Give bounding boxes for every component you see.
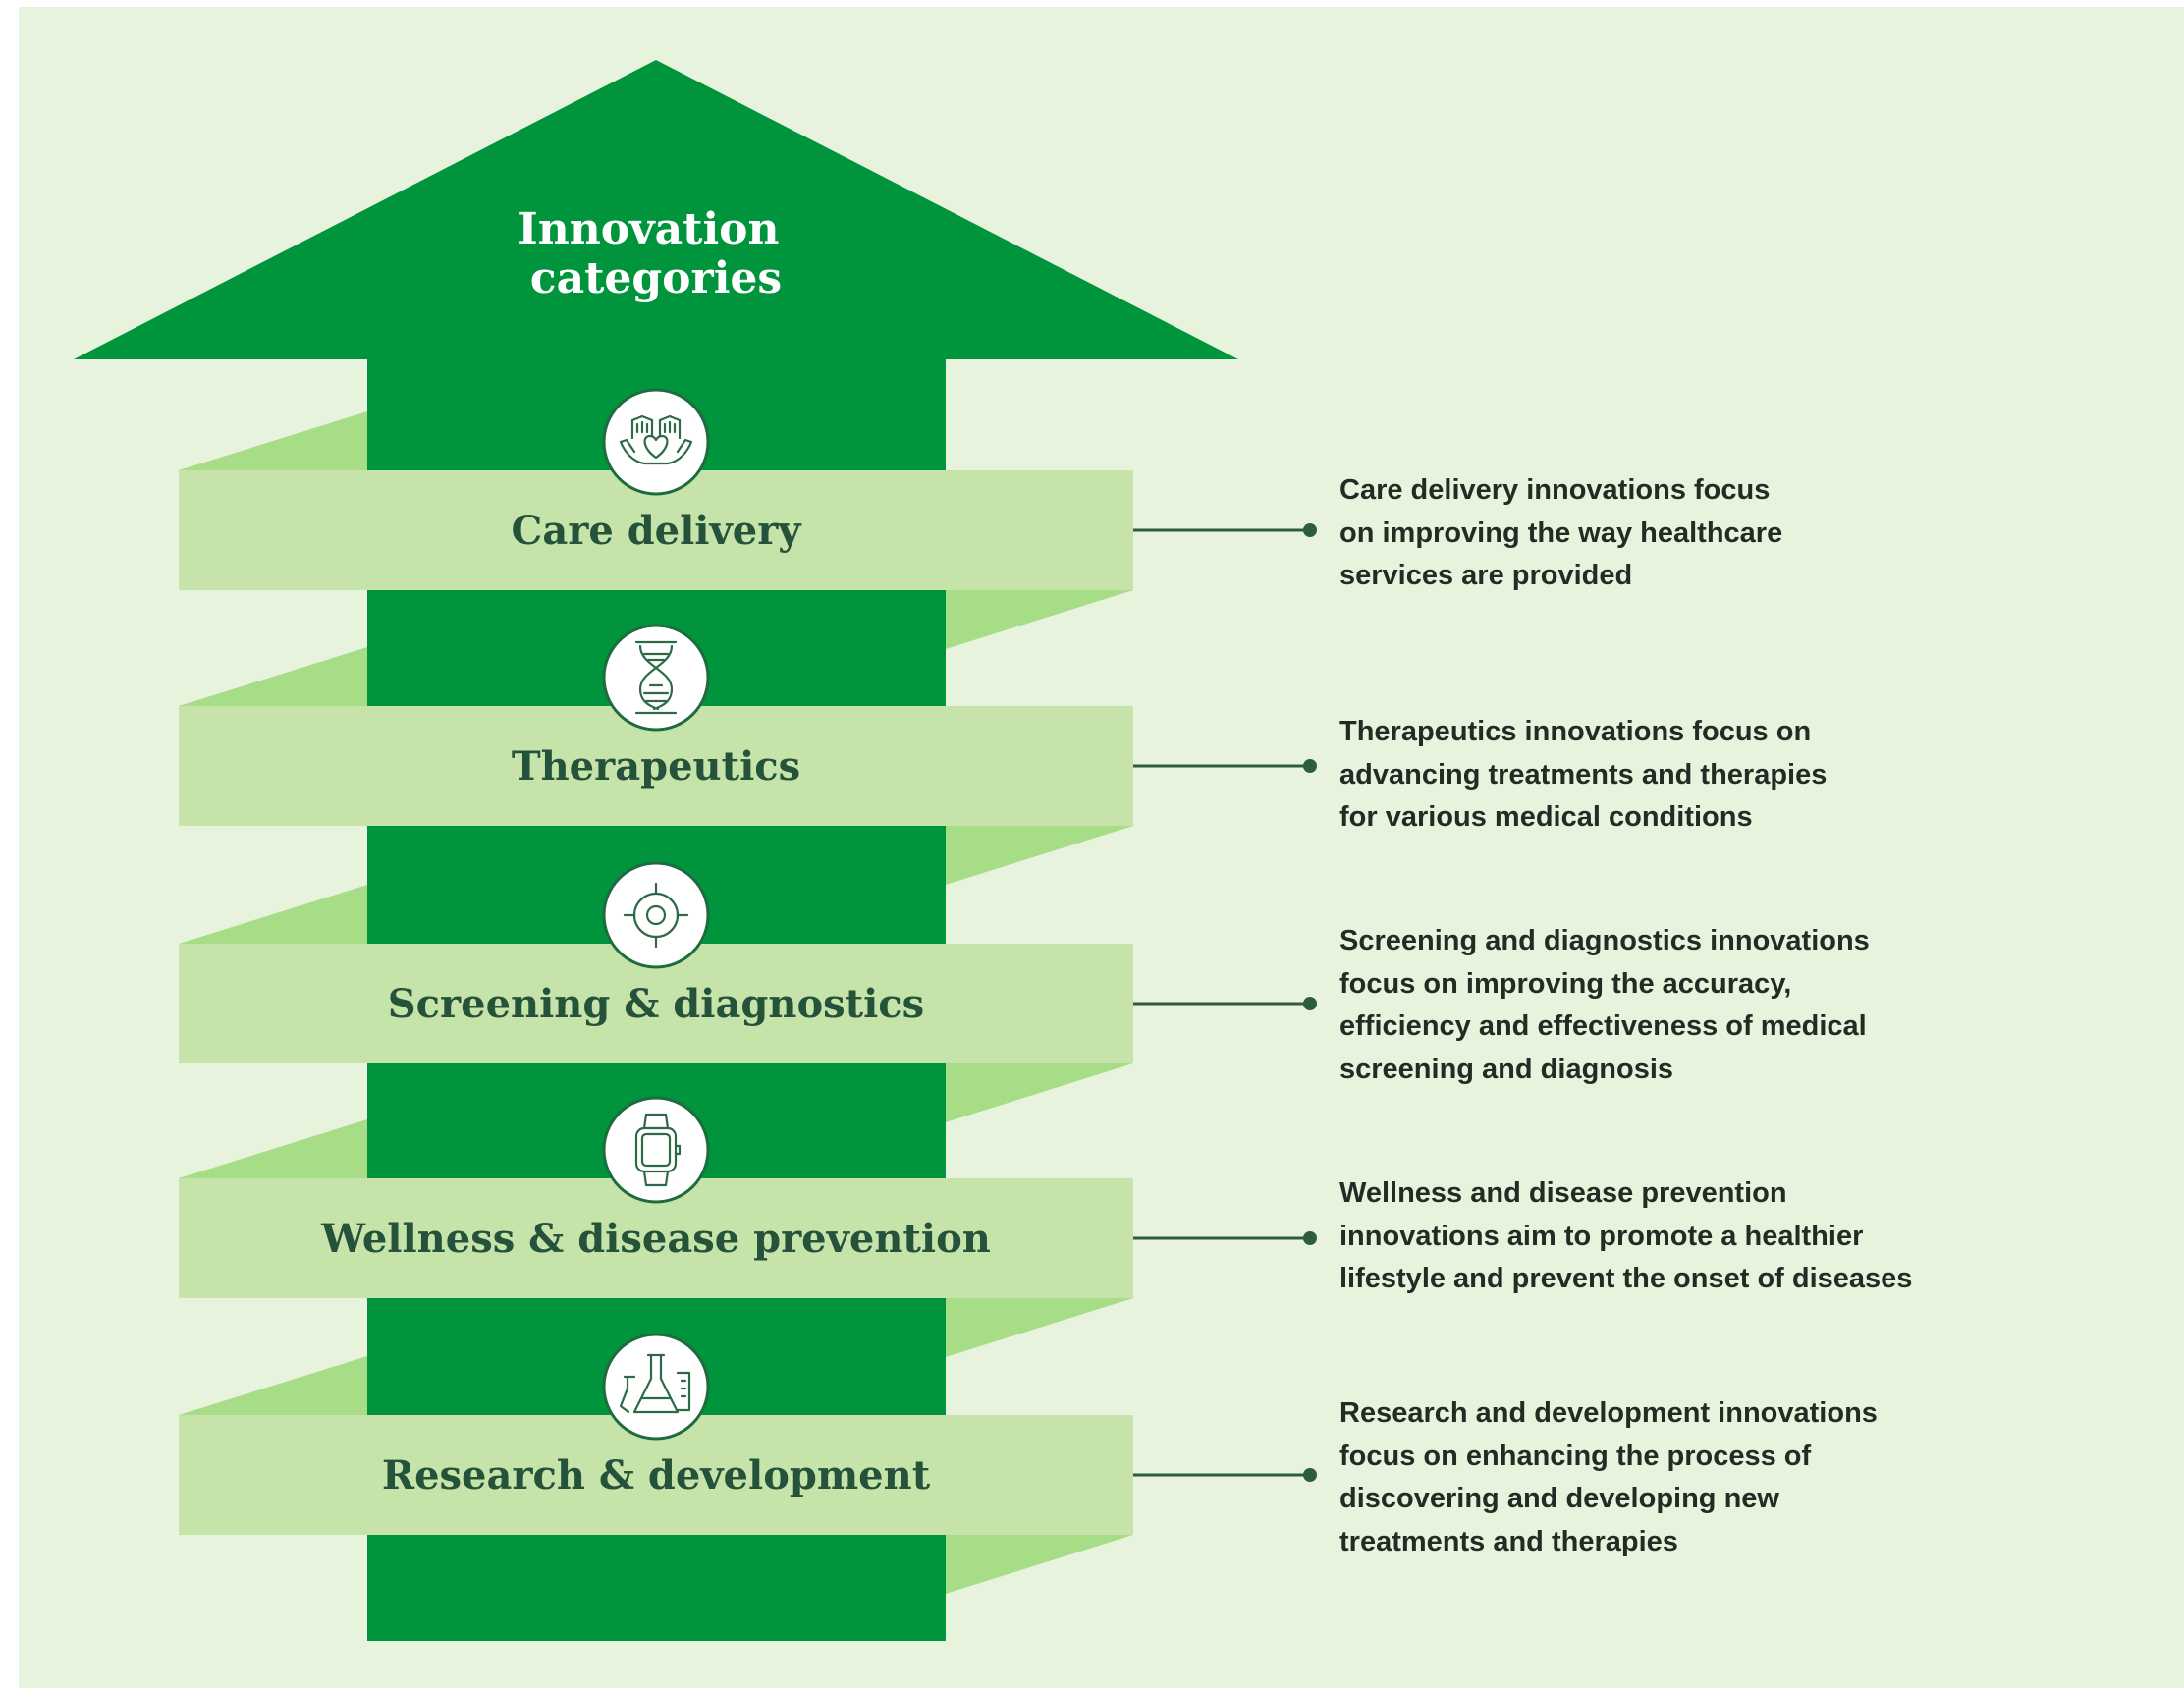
connector-dot xyxy=(1303,523,1317,537)
description-line: advancing treatments and therapies xyxy=(1339,758,1828,790)
description-line: services are provided xyxy=(1339,560,1633,591)
band-fold-left xyxy=(179,1119,367,1178)
description-line: innovations aim to promote a healthier xyxy=(1339,1220,1864,1252)
icon-badge-circle xyxy=(602,388,710,496)
band-fold-right xyxy=(946,1298,1133,1357)
arrow-head xyxy=(74,60,1238,359)
category-description: Therapeutics innovations focus on advanci… xyxy=(1339,711,2007,840)
band-fold-right xyxy=(946,1535,1133,1594)
category-icon-badge xyxy=(602,1333,710,1441)
category-label: Care delivery xyxy=(511,508,802,554)
band-fold-left xyxy=(179,411,367,470)
category-label: Wellness & disease prevention xyxy=(320,1216,991,1262)
target-icon xyxy=(623,882,689,949)
category-connectors xyxy=(1133,523,1317,1482)
description-line: Care delivery innovations focus xyxy=(1339,474,1771,506)
description-line: focus on improving the accuracy, xyxy=(1339,967,1792,1000)
description-line: Wellness and disease prevention xyxy=(1339,1177,1787,1209)
icon-badge-circle xyxy=(602,1096,710,1204)
category-icon-badge xyxy=(602,624,710,732)
description-line: lifestyle and prevent the onset of disea… xyxy=(1339,1263,1913,1294)
category-description: Care delivery innovations focus on improv… xyxy=(1339,469,2007,598)
category-description: Wellness and disease prevention innovatio… xyxy=(1339,1172,2007,1301)
description-line: efficiency and effectiveness of medical xyxy=(1339,1010,1867,1042)
description-line: discovering and developing new xyxy=(1339,1483,1779,1514)
band-fold-left xyxy=(179,647,367,706)
band-fold-left xyxy=(179,885,367,944)
band-fold-right xyxy=(946,826,1133,885)
category-label: Research & development xyxy=(382,1452,931,1498)
category-label: Therapeutics xyxy=(512,743,800,790)
category-description: Research and development innovations focu… xyxy=(1339,1392,2007,1563)
description-line: focus on enhancing the process of xyxy=(1339,1440,1812,1472)
icon-badge-circle xyxy=(602,861,710,969)
smartwatch-icon xyxy=(634,1113,682,1187)
dna-icon xyxy=(634,640,678,715)
icon-badge-circle xyxy=(602,624,710,732)
diagram-title-line-1: Innovation xyxy=(518,204,779,254)
description-line: screening and diagnosis xyxy=(1339,1053,1674,1085)
description-line: Screening and diagnostics innovations xyxy=(1339,925,1870,956)
band-fold-right xyxy=(946,1063,1133,1122)
connector-dot xyxy=(1303,997,1317,1010)
connector-dot xyxy=(1303,1468,1317,1482)
category-icon-badge xyxy=(602,1096,710,1204)
category-description: Screening and diagnostics innovations foc… xyxy=(1339,920,2007,1091)
band-fold-left xyxy=(179,1356,367,1415)
lab-flasks-icon xyxy=(619,1353,691,1414)
icon-badge-circle xyxy=(602,1333,710,1441)
category-icon-badge xyxy=(602,861,710,969)
description-line: for various medical conditions xyxy=(1339,801,1753,833)
diagram-title: Innovation categories xyxy=(518,204,794,303)
category-icon-badges xyxy=(602,388,710,1441)
diagram-title-line-2: categories xyxy=(530,253,782,303)
band-fold-right xyxy=(946,590,1133,649)
description-line: Therapeutics innovations focus on xyxy=(1339,716,1812,747)
hands-heart-icon xyxy=(619,414,693,465)
category-label: Screening & diagnostics xyxy=(388,981,924,1027)
description-line: Research and development innovations xyxy=(1339,1397,1878,1429)
category-icon-badge xyxy=(602,388,710,496)
description-line: treatments and therapies xyxy=(1339,1525,1678,1557)
description-line: on improving the way healthcare xyxy=(1339,517,1783,549)
connector-dot xyxy=(1303,759,1317,773)
connector-dot xyxy=(1303,1231,1317,1245)
